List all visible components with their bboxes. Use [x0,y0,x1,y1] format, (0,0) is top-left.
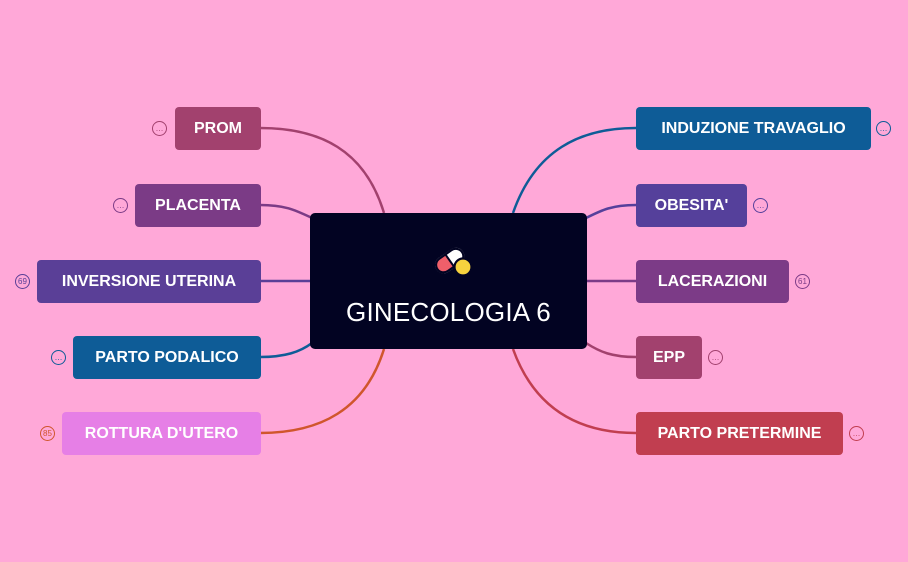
central-topic[interactable]: GINECOLOGIA 6 [310,213,587,349]
collapsed-count-badge[interactable]: 69 [15,274,30,289]
topic-placenta[interactable]: PLACENTA [135,184,261,227]
topic-label: LACERAZIONI [657,272,768,290]
topic-parto-pretermine[interactable]: PARTO PRETERMINE [636,412,843,455]
collapsed-badge[interactable]: … [876,121,891,136]
topic-epp[interactable]: EPP [636,336,702,379]
topic-label: PROM [194,119,242,137]
topic-lacerazioni[interactable]: LACERAZIONI [636,260,789,303]
topic-prom[interactable]: PROM [175,107,261,150]
collapsed-badge[interactable]: … [152,121,167,136]
topic-obesita[interactable]: OBESITA' [636,184,747,227]
topic-label: PARTO PRETERMINE [657,424,822,442]
link-obesita [585,203,637,220]
collapsed-badge[interactable]: … [708,350,723,365]
topic-rottura-utero[interactable]: ROTTURA D'UTERO [62,412,261,455]
topic-label: INDUZIONE TRAVAGLIO [661,119,846,137]
topic-label: OBESITA' [654,196,729,214]
topic-parto-podalico[interactable]: PARTO PODALICO [73,336,261,379]
collapsed-count-badge[interactable]: 85 [40,426,55,441]
link-parto-podalico [259,341,313,359]
topic-inversione-uterina[interactable]: INVERSIONE UTERINA [37,260,261,303]
topic-label: PARTO PODALICO [95,348,239,366]
link-placenta [259,203,313,220]
central-title: GINECOLOGIA 6 [346,297,551,327]
collapsed-badge[interactable]: … [113,198,128,213]
link-rottura [259,348,386,435]
link-parto-pretermine [511,348,637,435]
topic-label: ROTTURA D'UTERO [84,424,239,442]
topic-label: INVERSIONE UTERINA [61,272,237,290]
link-induzione [511,126,637,214]
pill-icon [434,247,473,277]
topic-label: EPP [652,348,685,366]
topic-induzione-travaglio[interactable]: INDUZIONE TRAVAGLIO [636,107,871,150]
collapsed-badge[interactable]: … [753,198,768,213]
collapsed-badge[interactable]: … [51,350,66,365]
link-prom [259,126,386,214]
collapsed-count-badge[interactable]: 61 [795,274,810,289]
collapsed-badge[interactable]: … [849,426,864,441]
topic-label: PLACENTA [155,196,241,214]
link-epp [585,341,637,359]
